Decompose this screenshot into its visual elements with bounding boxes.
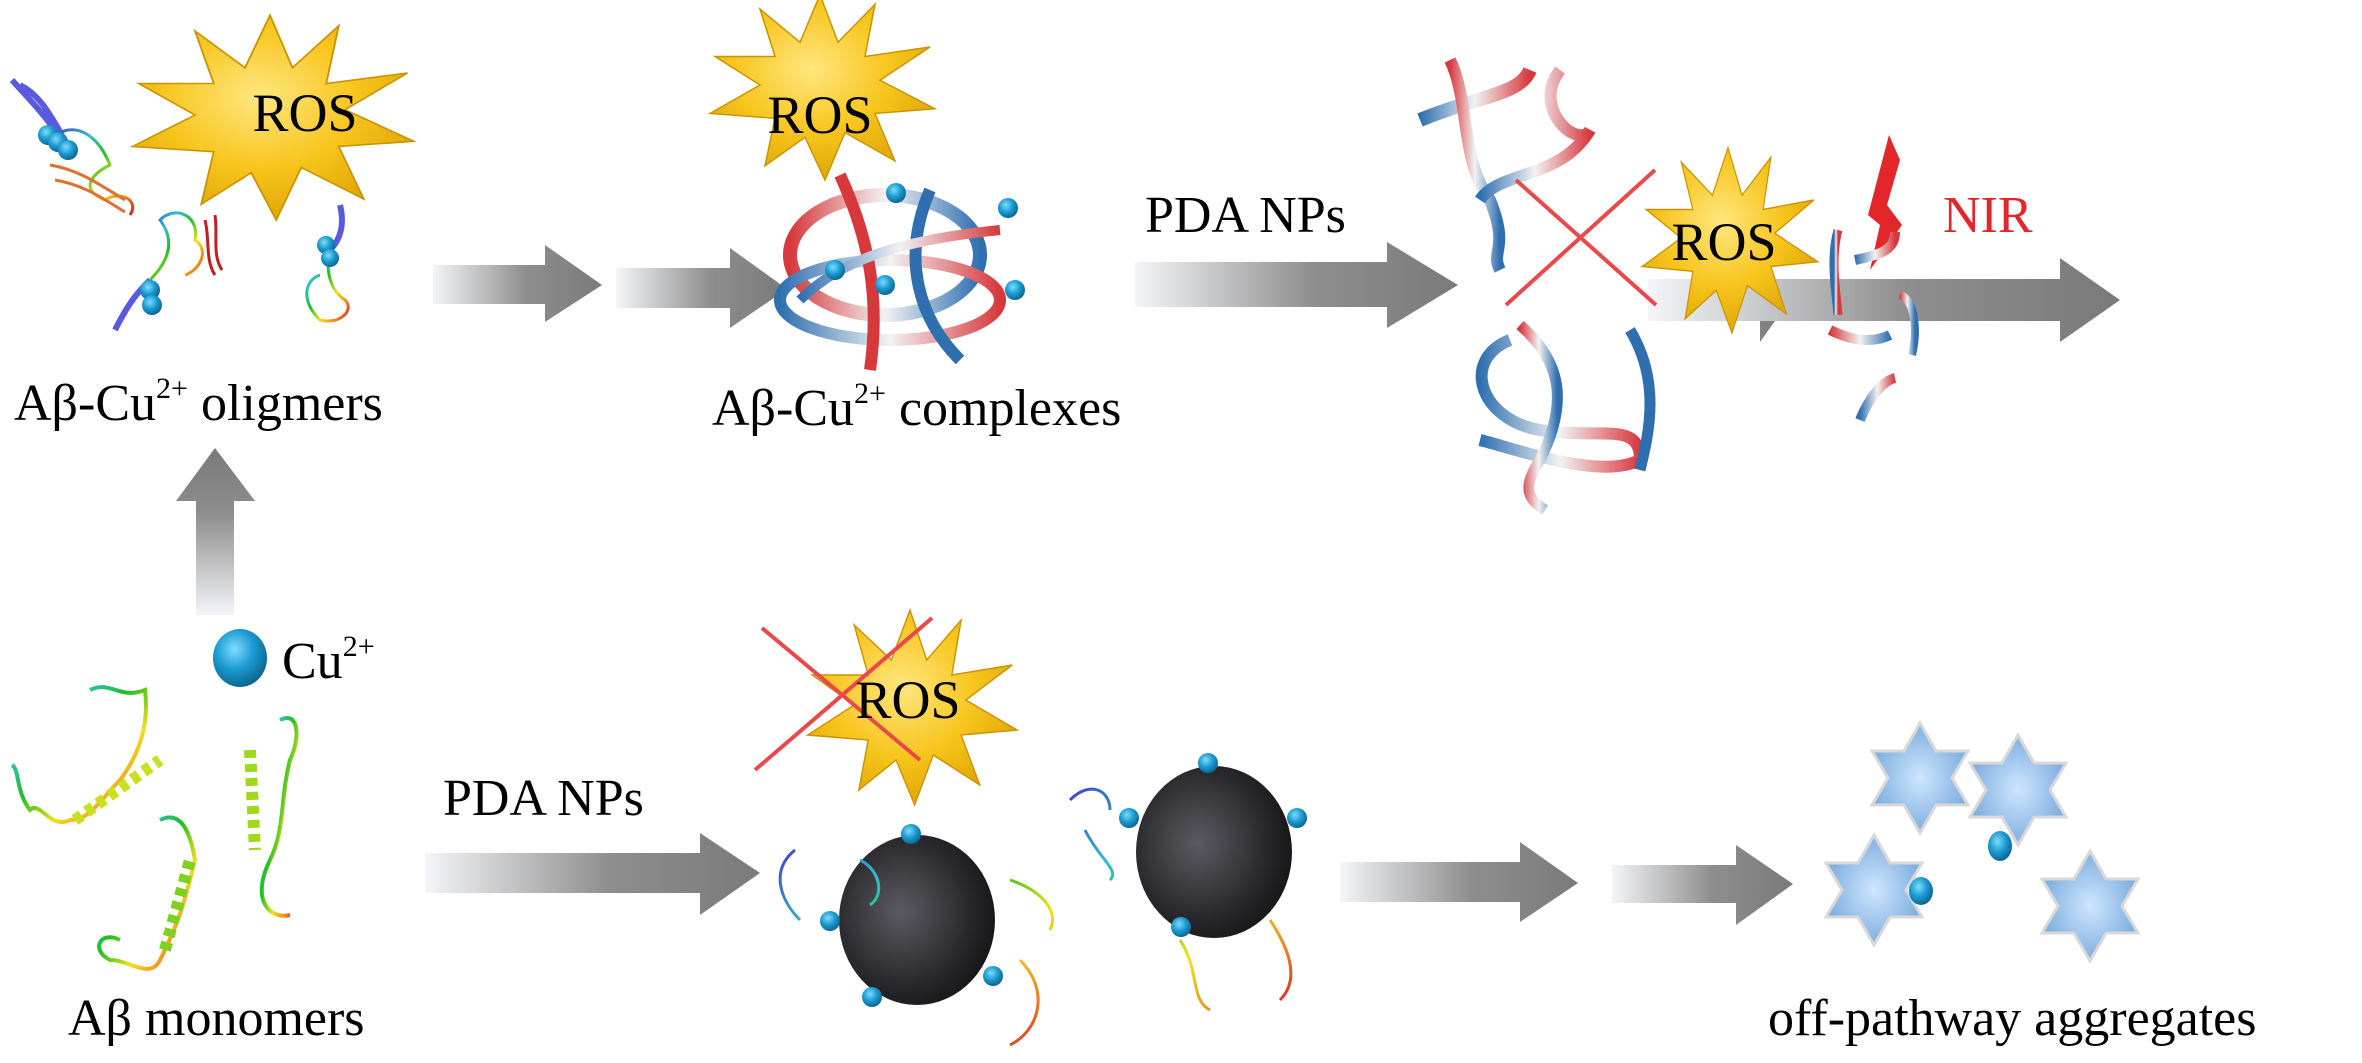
pda-nanoparticle-1: [778, 824, 1055, 1047]
oligomers-label-sup: 2+: [156, 372, 188, 405]
copper-label-sup: 2+: [342, 630, 375, 663]
abeta-monomer-2: [97, 815, 198, 971]
oligomer-peptide-cluster-2: [112, 211, 224, 332]
pda-nanoparticle-2: [1068, 753, 1307, 1012]
complexes-label-sup: 2+: [854, 377, 886, 410]
abeta-cu-complex-ribbons: [774, 172, 1025, 371]
copper-ion-aggregate-1: [1988, 831, 2012, 861]
pda-nps-label-bottom: PDA NPs: [443, 770, 644, 827]
oligomers-label-prefix: Aβ-Cu: [14, 375, 157, 432]
fragment-ribbons: [1827, 228, 1919, 422]
ros-label-1: ROS: [252, 83, 358, 143]
monomers-label: Aβ monomers: [68, 990, 365, 1047]
cross-out-icon-top: [1504, 168, 1658, 307]
arrow-pda-bottom: [425, 833, 760, 915]
aggregate-star-4: [2040, 849, 2140, 963]
pda-nps-label-top: PDA NPs: [1145, 187, 1346, 244]
oligomers-label: Aβ-Cu2+ oligmers: [14, 374, 383, 432]
aggregate-star-3: [1824, 833, 1924, 947]
arrow-oligomers-to-intermediate: [433, 245, 602, 322]
copper-label-prefix: Cu: [282, 633, 343, 690]
oligomers-label-suffix: oligmers: [187, 375, 383, 432]
ros-label-4: ROS: [855, 670, 961, 730]
ros-label-2: ROS: [767, 85, 873, 145]
abeta-monomer-1: [10, 685, 164, 825]
aggregate-star-2: [1968, 733, 2068, 847]
ros-label-3: ROS: [1671, 212, 1777, 272]
complexes-label-prefix: Aβ-Cu: [712, 380, 855, 437]
copper-ion-aggregate-2: [1909, 877, 1933, 905]
off-pathway-label: off-pathway aggregates: [1768, 990, 2257, 1047]
complexes-label-suffix: complexes: [885, 380, 1122, 437]
cross-out-icon-bottom: [753, 616, 934, 772]
pda-bound-ribbons-lower: [1475, 320, 1656, 515]
copper-label: Cu2+: [282, 632, 375, 690]
copper-ion-sphere-icon: [213, 629, 267, 687]
complexes-label: Aβ-Cu2+ complexes: [712, 379, 1122, 437]
nir-label: NIR: [1943, 187, 2033, 244]
oligomer-peptide-cluster-1: [9, 77, 134, 216]
arrow-monomers-to-oligomers: [176, 448, 255, 615]
arrow-pda-top: [1135, 242, 1458, 328]
arrow-bottom-2: [1340, 842, 1578, 922]
abeta-monomer-3: [244, 716, 299, 918]
pda-bound-ribbons-upper: [1417, 57, 1596, 273]
arrow-bottom-3: [1612, 845, 1793, 925]
aggregate-star-1: [1870, 721, 1970, 835]
oligomer-peptide-cluster-3: [305, 204, 350, 323]
arrow-intermediate-to-complexes: [616, 248, 787, 328]
